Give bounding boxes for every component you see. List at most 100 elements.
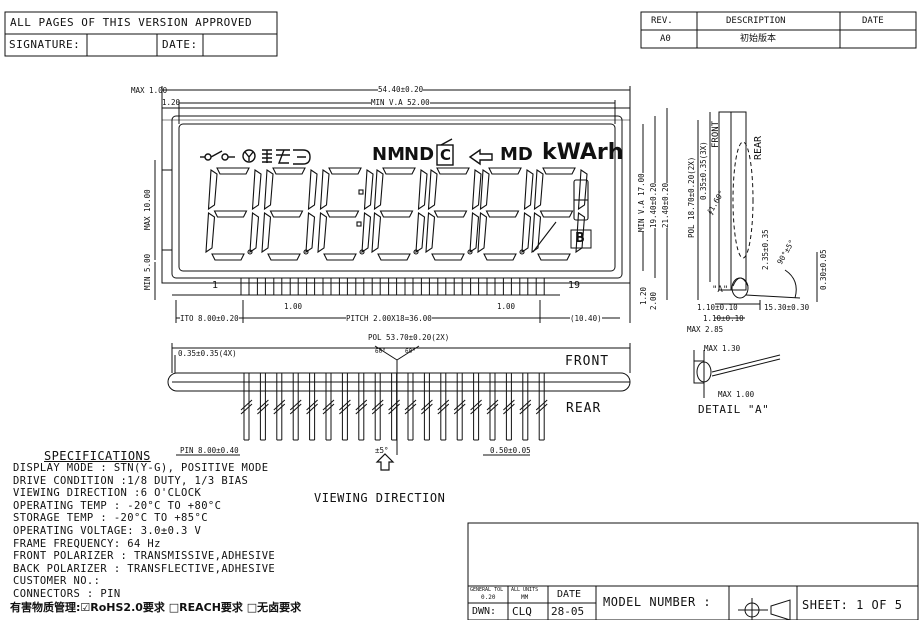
dim-top-120: 1.20 <box>162 98 181 107</box>
dim-pin-width-2: 1.00 <box>497 302 516 311</box>
digit-segment <box>307 169 318 211</box>
dim-035-side: 0.35±0.35(3X) <box>699 141 708 200</box>
front-pin <box>420 277 430 296</box>
pin-19-label: 19 <box>568 280 581 291</box>
pin-bend-mark <box>437 403 450 415</box>
dim-right-gap: (10.40) <box>570 314 602 323</box>
detail-a-title: DETAIL "A" <box>698 403 770 416</box>
digit-segment <box>539 210 574 218</box>
spec-line: DRIVE CONDITION :1/8 DUTY, 1/3 BIAS <box>13 474 249 487</box>
digit-segment <box>317 212 328 254</box>
decimal-point <box>359 249 365 255</box>
spec-line: OPERATING VOLTAGE: 3.0±0.3 V <box>13 525 202 537</box>
front-pin <box>519 277 529 296</box>
dim-ito: ITO 8.00±0.20 <box>180 314 239 323</box>
description-header: DESCRIPTION <box>726 16 786 26</box>
dim-110-b: 1.10±0.10 <box>703 314 744 323</box>
front-pin <box>486 277 496 296</box>
decimal-point <box>519 249 525 255</box>
pin-bend-mark <box>306 403 318 415</box>
dim-min-va: MIN V.A 52.00 <box>371 98 430 107</box>
date-label: DATE: <box>162 38 198 51</box>
all-units-label: ALL UNITS <box>511 587 539 593</box>
pin-bend-mark <box>355 403 368 415</box>
pin-bend-mark <box>388 399 400 411</box>
pin-bend-mark <box>240 399 253 411</box>
digit-segment <box>211 253 245 261</box>
pin-1-label: 1 <box>212 280 219 291</box>
slash-segment <box>532 221 557 253</box>
spec-line: FRONT POLARIZER : TRANSMISSIVE,ADHESIVE <box>13 550 276 563</box>
front-pin <box>289 277 299 296</box>
front-pin <box>355 277 365 296</box>
pin-bend-mark <box>339 403 351 415</box>
pin-bend-mark <box>404 399 417 411</box>
digit-segment <box>361 212 372 254</box>
side-rear-label: REAR <box>753 135 764 160</box>
pin-bend-mark <box>404 403 417 415</box>
digit-segment <box>533 169 544 211</box>
digit-segment <box>328 167 362 175</box>
digit-segment <box>373 169 384 211</box>
pin-bend-mark <box>453 403 466 415</box>
colon-dot <box>356 221 362 227</box>
viewing-direction-label: VIEWING DIRECTION <box>314 491 446 505</box>
pin-bend-mark <box>273 399 286 411</box>
spec-line: CUSTOMER NO.: <box>13 575 101 588</box>
dim-v-200: 2.00 <box>649 291 658 310</box>
pin-bend-mark <box>322 403 335 415</box>
signature-label: SIGNATURE: <box>9 38 81 51</box>
digit-segment <box>272 167 306 175</box>
digit-segment <box>542 167 576 175</box>
pin-bend-mark <box>306 399 318 411</box>
pin-bend-mark <box>519 403 532 415</box>
dim-pol-side: POL 18.70±0.20(2X) <box>687 156 696 238</box>
side-front-label: FRONT <box>711 120 721 148</box>
pin-bend-mark <box>257 399 269 411</box>
digit-segment <box>485 210 520 218</box>
digit-segment <box>305 212 316 254</box>
rev-value: A0 <box>660 34 671 44</box>
front-pin <box>371 277 381 296</box>
pin-bend-mark <box>486 403 499 415</box>
front-pin <box>453 277 463 296</box>
pin-bend-mark <box>421 403 433 415</box>
dim-60-right: 60° <box>405 348 416 355</box>
digit-segment <box>415 212 426 254</box>
digit-segment <box>205 212 216 254</box>
digit-segment <box>469 212 480 254</box>
general-tol-value: 0.20 <box>481 594 496 601</box>
pin-bend-mark <box>289 403 302 415</box>
digit-segment <box>325 210 360 218</box>
dim-min-height: MIN 5.00 <box>143 253 152 290</box>
lcd-digit <box>205 167 262 261</box>
dim-overall-width: 54.40±0.20 <box>378 85 424 94</box>
lcd-digit <box>425 167 482 261</box>
spec-line: FRAME FREQUENCY: 64 Hz <box>13 537 161 550</box>
pin-bend-mark <box>486 399 499 411</box>
lcd-digit <box>531 167 588 261</box>
digit-segment <box>382 167 416 175</box>
icon-md: MD <box>500 144 533 165</box>
front-pin <box>502 277 512 296</box>
pin-bend-mark <box>371 399 384 411</box>
digit-segment <box>479 169 490 211</box>
drawn-by-value: CLQ <box>512 605 532 618</box>
dim-pin-length: PIN 8.00±0.40 <box>180 446 239 455</box>
digit-segment <box>363 169 374 211</box>
digit-segment <box>436 167 470 175</box>
digit-segment <box>319 169 330 211</box>
dim-height-2140: 21.40±0.20 <box>661 182 670 228</box>
spec-line: DISPLAY MODE : STN(Y-G), POSITIVE MODE <box>13 462 269 474</box>
front-pin <box>470 277 480 296</box>
dim-max-height: MAX 10.00 <box>143 189 152 230</box>
sheet-number: SHEET: 1 OF 5 <box>802 598 903 612</box>
front-pin <box>338 277 348 296</box>
front-pin <box>404 277 414 296</box>
decimal-point <box>303 249 309 255</box>
drawn-date-value: 28-05 <box>551 605 585 618</box>
dim-max-285: MAX 2.85 <box>687 325 724 334</box>
detail-max-130: MAX 1.30 <box>704 344 741 353</box>
dim-030: 0.30±0.05 <box>819 249 828 290</box>
